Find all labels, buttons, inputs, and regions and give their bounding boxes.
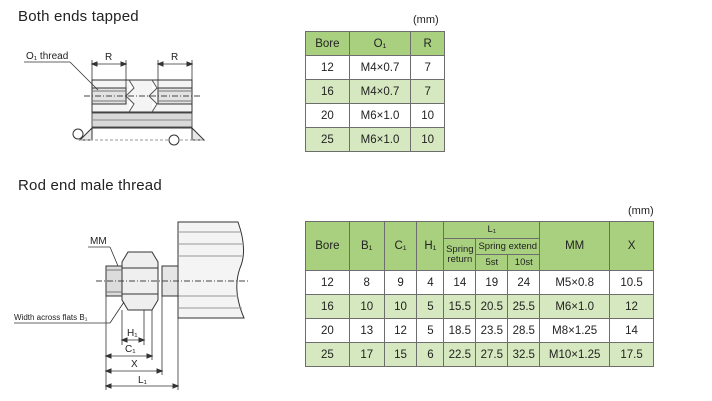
cell-h1: 4 — [416, 270, 445, 295]
section-title-rod-end-male-thread: Rod end male thread — [18, 177, 162, 194]
cell-mm: M10×1.25 — [539, 342, 611, 367]
cell-bore: 20 — [305, 103, 350, 128]
table-row: 25 17 15 6 22.5 27.5 32.5 M10×1.25 17.5 — [305, 342, 654, 367]
cell-c1: 10 — [383, 294, 418, 319]
r-label-right: R — [171, 52, 178, 63]
table-row: 12 M4×0.7 7 — [305, 55, 445, 80]
table-row: 16 10 10 5 15.5 20.5 25.5 M6×1.0 12 — [305, 294, 654, 319]
cell-h1: 5 — [416, 294, 445, 319]
cell-bore: 25 — [305, 127, 350, 152]
drawing-both-ends-tapped — [24, 60, 206, 146]
table-rod-end-male-thread: Bore B₁ C₁ H₁ L₁ MM X Spring return Spri… — [305, 221, 654, 367]
header-5st: 5st — [475, 254, 509, 271]
unit-label: (mm) — [628, 205, 654, 217]
header-bore: Bore — [305, 221, 350, 271]
width-across-flats-label: Width across flats B₁ — [14, 313, 88, 322]
header-10st: 10st — [507, 254, 541, 271]
cell-h1: 5 — [416, 318, 445, 343]
cell-l1-return: 22.5 — [443, 342, 477, 367]
table-row: 20 13 12 5 18.5 23.5 28.5 M8×1.25 14 — [305, 318, 654, 343]
cell-c1: 12 — [383, 318, 418, 343]
table-row: 12 8 9 4 14 19 24 M5×0.8 10.5 — [305, 270, 654, 295]
cell-r: 7 — [410, 55, 445, 80]
cell-o1: M6×1.0 — [348, 127, 412, 152]
cell-x: 14 — [609, 318, 654, 343]
unit-label: (mm) — [413, 14, 439, 26]
cell-c1: 15 — [383, 342, 418, 367]
cell-bore: 20 — [305, 318, 350, 343]
cell-h1: 6 — [416, 342, 445, 367]
cell-bore: 16 — [305, 294, 350, 319]
mm-label: MM — [90, 236, 107, 247]
table-row: 20 M6×1.0 10 — [305, 103, 445, 128]
table-header-row: 5st 10st — [306, 254, 654, 271]
table-header-row: Bore B₁ C₁ H₁ L₁ MM X — [305, 221, 654, 271]
c1-label: C₁ — [125, 344, 136, 355]
cell-l1-5st: 19 — [475, 270, 509, 295]
cell-l1-5st: 27.5 — [475, 342, 509, 367]
header-l1: L₁ — [443, 221, 541, 239]
header-h1: H₁ — [416, 221, 445, 271]
cell-l1-return: 14 — [443, 270, 477, 295]
header-bore: Bore — [305, 31, 350, 56]
cell-l1-5st: 20.5 — [475, 294, 509, 319]
cell-r: 10 — [410, 103, 445, 128]
cell-o1: M4×0.7 — [348, 79, 412, 104]
cell-b1: 8 — [348, 270, 385, 295]
cell-mm: M5×0.8 — [539, 270, 611, 295]
header-b1: B₁ — [348, 221, 385, 271]
cell-b1: 10 — [348, 294, 385, 319]
table-row: 25 M6×1.0 10 — [305, 127, 445, 152]
h1-label: H₁ — [127, 328, 138, 339]
table-header-row: Spring return Spring extend — [306, 238, 654, 271]
cell-b1: 13 — [348, 318, 385, 343]
cell-bore: 25 — [305, 342, 350, 367]
l1-label: L₁ — [138, 375, 148, 386]
cell-l1-10st: 28.5 — [507, 318, 541, 343]
thread-label: O₁ thread — [26, 51, 68, 62]
cell-x: 10.5 — [609, 270, 654, 295]
header-x: X — [609, 221, 654, 271]
cell-mm: M8×1.25 — [539, 318, 611, 343]
cell-o1: M4×0.7 — [348, 55, 412, 80]
cell-l1-return: 18.5 — [443, 318, 477, 343]
cell-r: 7 — [410, 79, 445, 104]
header-mm: MM — [539, 221, 611, 271]
cell-l1-return: 15.5 — [443, 294, 477, 319]
cell-l1-10st: 32.5 — [507, 342, 541, 367]
r-label-left: R — [105, 52, 112, 63]
cell-mm: M6×1.0 — [539, 294, 611, 319]
table-header-row: Bore O₁ R — [305, 31, 445, 56]
cell-r: 10 — [410, 127, 445, 152]
cell-l1-10st: 25.5 — [507, 294, 541, 319]
cell-bore: 12 — [305, 55, 350, 80]
cell-l1-5st: 23.5 — [475, 318, 509, 343]
table-row: 16 M4×0.7 7 — [305, 79, 445, 104]
table-both-ends-tapped: Bore O₁ R 12 M4×0.7 7 16 M4×0.7 7 20 M6×… — [305, 31, 445, 152]
header-spring-return-line2: return — [447, 253, 473, 265]
drawing-rod-end-male-thread — [14, 221, 250, 390]
cell-o1: M6×1.0 — [348, 103, 412, 128]
header-r: R — [410, 31, 445, 56]
section-title-both-ends-tapped: Both ends tapped — [18, 8, 139, 25]
header-c1: C₁ — [383, 221, 418, 271]
cell-l1-10st: 24 — [507, 270, 541, 295]
cell-bore: 12 — [305, 270, 350, 295]
x-label: X — [131, 359, 138, 370]
cell-c1: 9 — [383, 270, 418, 295]
header-spring-return-line1: Spring — [446, 243, 474, 255]
header-o1: O₁ — [348, 31, 412, 56]
header-spring-return: Spring return — [443, 238, 477, 271]
cell-x: 17.5 — [609, 342, 654, 367]
header-spring-extend: Spring extend — [475, 238, 541, 255]
cell-x: 12 — [609, 294, 654, 319]
cell-b1: 17 — [348, 342, 385, 367]
cell-bore: 16 — [305, 79, 350, 104]
